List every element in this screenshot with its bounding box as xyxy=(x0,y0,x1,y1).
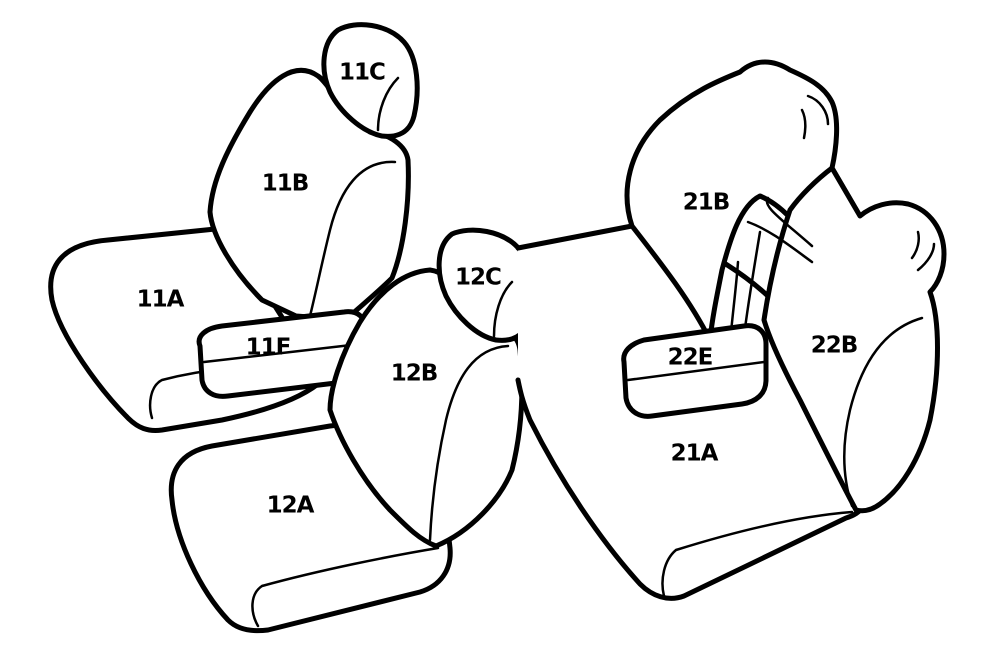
label-12B: 12B xyxy=(391,361,438,387)
headrest-seam-12C xyxy=(492,280,514,338)
headrest-12C xyxy=(436,227,535,343)
label-22B: 22B xyxy=(811,333,858,359)
rear-bench-seat xyxy=(515,59,947,601)
label-12C: 12C xyxy=(455,265,501,291)
backrest-seam-11B xyxy=(308,160,397,318)
backrest-seam-22B xyxy=(843,316,924,508)
headrest-11C xyxy=(321,22,420,139)
label-22E: 22E xyxy=(668,345,713,371)
label-21A: 21A xyxy=(671,441,719,467)
armrest-seam-22E xyxy=(626,360,766,382)
armrest-seam-11F xyxy=(202,342,362,364)
rear-backrest-22B xyxy=(761,165,947,514)
label-11C: 11C xyxy=(339,60,385,86)
label-11B: 11B xyxy=(262,171,309,197)
cushion-seam-21A xyxy=(661,510,854,598)
front-seat-right xyxy=(168,227,535,634)
headrest-seam-11C xyxy=(376,76,400,132)
front-seat-left xyxy=(48,22,420,433)
backrest-seam-21B-upper xyxy=(800,94,830,140)
cushion-seam-12A xyxy=(251,546,440,628)
backrest-seam-12B xyxy=(428,344,510,542)
headrest-seam-22B xyxy=(910,230,936,272)
center-panel-seam xyxy=(728,196,814,346)
label-11A: 11A xyxy=(137,287,185,313)
label-21B: 21B xyxy=(683,190,730,216)
label-12A: 12A xyxy=(267,493,315,519)
label-11F: 11F xyxy=(246,335,291,361)
